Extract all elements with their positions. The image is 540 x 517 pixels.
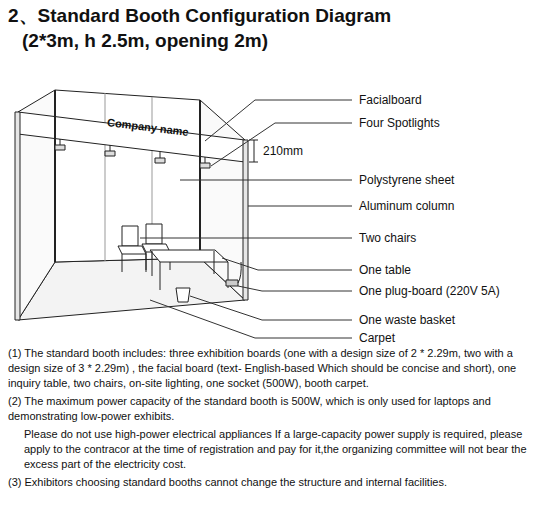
notes-block: (1) The standard booth includes: three e… (8, 346, 534, 493)
right-wall (200, 100, 245, 300)
dimension-mark (249, 140, 258, 162)
callout-label: One plug-board (220V 5A) (358, 283, 501, 299)
table (150, 250, 228, 290)
diagram-subtitle: (2*3m, h 2.5m, opening 2m) (22, 29, 268, 53)
waste-basket (176, 288, 190, 302)
note-text: (1) The standard booth includes: three e… (8, 346, 534, 391)
chair (118, 224, 170, 272)
callout-label: Facialboard (358, 92, 423, 108)
back-wall (55, 90, 200, 262)
callout-label: Carpet (358, 330, 396, 346)
plug-board (226, 262, 241, 286)
aluminum-column (15, 112, 20, 320)
spotlight (55, 139, 210, 168)
dimension-label: 210mm (262, 143, 304, 159)
note-text: (3) Exhibitors choosing standard booths … (8, 475, 534, 490)
note-text: (2) The maximum power capacity of the st… (8, 394, 534, 424)
callout-label: Aluminum column (358, 198, 455, 214)
callout-label: Polystyrene sheet (358, 172, 455, 188)
note-text: Please do not use high-power electrical … (8, 427, 534, 472)
fascia-board (18, 112, 245, 162)
callout-label: Two chairs (358, 230, 417, 246)
callout-label: Four Spotlights (358, 115, 441, 131)
aluminum-column (243, 140, 248, 300)
callout-label: One waste basket (358, 312, 456, 328)
diagram-title: 2、Standard Booth Configuration Diagram (8, 4, 391, 28)
callout-label: One table (358, 262, 412, 278)
